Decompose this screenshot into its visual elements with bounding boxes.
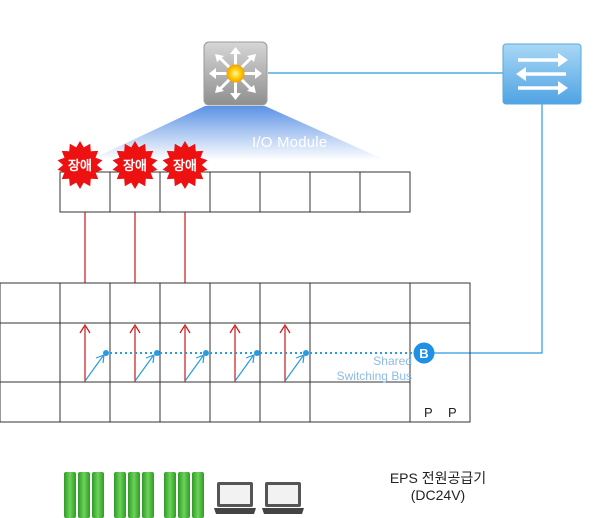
battery-icon (164, 472, 204, 518)
io-module-beam (90, 106, 385, 160)
eps-power-supply-label: EPS 전원공급기 (DC24V) (378, 470, 498, 504)
fault-badge-2: 장애 (112, 141, 158, 189)
battery-icon (64, 472, 104, 518)
power-label-p1: P (424, 405, 433, 420)
io-module-grid (59, 171, 411, 213)
bus-nodes (103, 350, 309, 356)
fault-lines (84, 212, 186, 283)
fault-badge-label: 장애 (123, 158, 147, 174)
eps-label-line2: (DC24V) (410, 487, 466, 503)
battery-icon (114, 472, 154, 518)
central-switch-icon (203, 41, 268, 106)
shared-switching-bus-label: Shared Switching Bus (322, 354, 412, 384)
fault-badge-1: 장애 (57, 141, 103, 189)
io-module-label: I/O Module (252, 134, 328, 151)
bus-label-line1: Shared (373, 354, 412, 368)
blue-switch-arrows (84, 354, 305, 382)
network-switch-icon (502, 43, 582, 105)
power-label-p2: P (448, 405, 457, 420)
laptop-icon (214, 482, 256, 514)
bus-label-line2: Switching Bus (336, 369, 412, 383)
bus-node-b-label: B (419, 346, 428, 361)
laptop-icon (262, 482, 304, 514)
fault-badge-label: 장애 (68, 158, 92, 174)
bus-uplink-line (434, 104, 543, 354)
eps-label-line1: EPS 전원공급기 (389, 470, 487, 486)
fault-badge-label: 장애 (173, 158, 197, 174)
bus-node-b (413, 342, 435, 364)
fault-badge-3: 장애 (162, 141, 208, 189)
red-up-arrows (79, 323, 291, 382)
